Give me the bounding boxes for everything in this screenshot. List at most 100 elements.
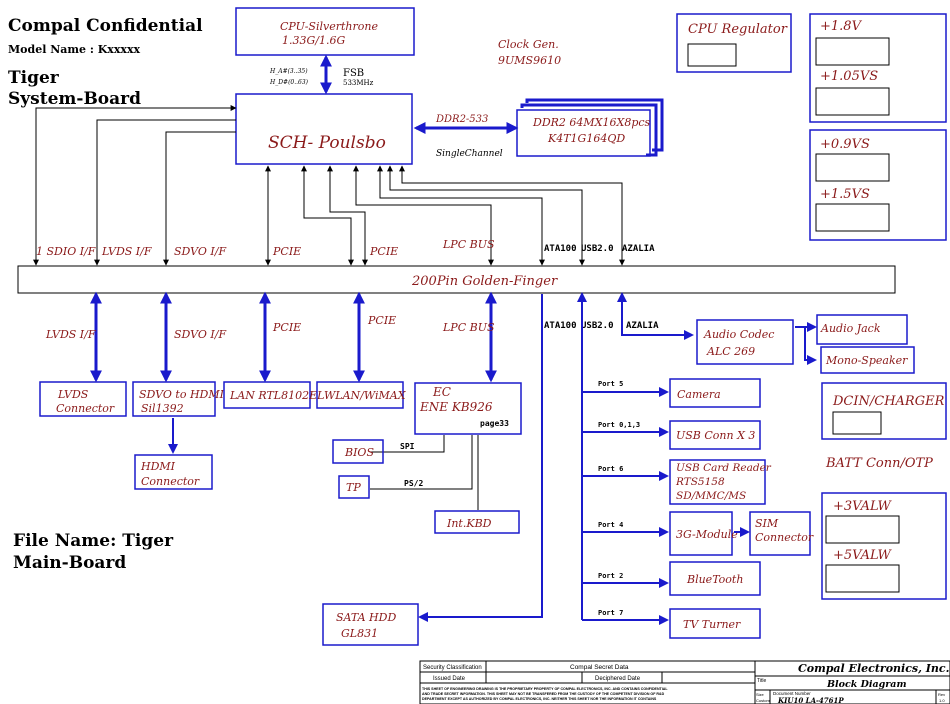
ddr-memory-part: K4T1G164QD <box>547 132 625 145</box>
rev-value: 1.0 <box>939 698 945 703</box>
cpu-regulator-label: CPU Regulator <box>688 22 788 37</box>
wlan-label: WLAN/WiMAX <box>324 389 407 402</box>
rail-1v8: +1.8V <box>820 19 863 34</box>
3g-module-label: 3G-Module <box>676 528 738 541</box>
wlan-block: WLAN/WiMAX <box>316 381 407 409</box>
azalia-label: AZALIA <box>626 321 659 331</box>
camera-label: Camera <box>677 388 721 401</box>
clock-gen-label: Clock Gen. 9UMS9610 <box>498 38 561 67</box>
pcie-label-top-2: PCIE <box>369 245 398 258</box>
file-board: Main-Board <box>13 553 126 573</box>
dcin-charger-label: DCIN/CHARGER <box>832 394 945 409</box>
sch-block: SCH- Poulsbo <box>235 93 413 165</box>
lvds-if-label-top: LVDS I/F <box>101 245 152 258</box>
fsb-data: H_D#(0..63) <box>269 79 309 86</box>
size-label: Size <box>756 692 765 697</box>
audio-codec-part: ALC 269 <box>706 345 755 358</box>
sim-connector-label: Connector <box>755 531 814 544</box>
rail-1v5: +1.5VS <box>820 187 870 202</box>
lvds-connector-block: LVDS Connector <box>39 381 127 417</box>
lpc-label: LPC BUS <box>442 321 495 334</box>
tv-tuner-label: TV Turner <box>683 618 741 631</box>
sdvo-hdmi-block: SDVO to HDMI Sil1392 <box>132 381 225 417</box>
size-value: Custom <box>756 698 770 703</box>
usb-conn-block: USB Conn X 3 <box>669 420 761 450</box>
sdvo-if-label: SDVO I/F <box>174 328 226 341</box>
port5-label: Port 5 <box>598 380 623 388</box>
single-channel-label: SingleChannel <box>436 149 503 159</box>
golden-finger-block: 200Pin Golden-Finger <box>17 265 896 294</box>
docnum-value: KIU10 LA-4761P <box>777 696 844 704</box>
cpu-label: CPU-Silverthrone <box>280 20 378 33</box>
audio-jack-block: Audio Jack <box>816 314 908 345</box>
model-name: Model Name : Kxxxxx <box>8 43 141 56</box>
card-reader-l1: USB Card Reader <box>676 462 772 474</box>
board-name: Tiger <box>8 68 60 88</box>
spi-label: SPI <box>400 442 415 451</box>
ddr-memory-block: DDR2 64MX16X8pcs K4T1G164QD <box>516 98 664 157</box>
power-rails-alw: +3VALW +5VALW <box>821 492 947 600</box>
sdvo-hdmi-l1: SDVO to HDMI <box>139 388 225 401</box>
sata-hdd-label: SATA HDD <box>336 611 396 624</box>
file-name: File Name: Tiger <box>13 531 174 551</box>
sdvo-if-label-top: SDVO I/F <box>174 245 226 258</box>
audio-codec-block: Audio Codec ALC 269 <box>696 319 794 365</box>
sata-hdd-block: SATA HDD GL831 <box>322 603 419 646</box>
sata-hdd-part: GL831 <box>341 627 378 640</box>
notice-line-2: AND TRADE SECRET INFORMATION. THIS SHEET… <box>422 692 665 696</box>
sdvo-hdmi-l2: Sil1392 <box>141 402 184 415</box>
port6-label: Port 6 <box>598 465 623 473</box>
ec-page: page33 <box>480 419 509 428</box>
ddr-memory-label: DDR2 64MX16X8pcs <box>532 116 651 129</box>
intkbd-block: Int.KBD <box>434 510 520 534</box>
power-rails-1: +1.8V +1.05VS <box>809 13 947 123</box>
3g-module-block: 3G-Module <box>669 511 738 556</box>
ps2-label: PS/2 <box>404 479 423 488</box>
sch-to-golden-wires <box>33 105 625 266</box>
lvds-connector-l1: LVDS <box>57 388 89 401</box>
rail-1v05: +1.05VS <box>820 69 878 84</box>
ata-label-top: ATA100 <box>544 244 577 254</box>
cpu-block: CPU-Silverthrone 1.33G/1.6G <box>235 7 415 56</box>
footer-company: Compal Electronics, Inc. <box>798 662 950 675</box>
notice-line-1: THIS SHEET OF ENGINEERING DRAWING IS THE… <box>422 687 668 691</box>
title-block: Security Classification Compal Secret Da… <box>419 660 950 704</box>
board-type: System-Board <box>8 89 141 109</box>
bios-label: BIOS <box>344 446 374 459</box>
diagram-title: Block Diagram <box>826 679 907 690</box>
batt-conn-label: BATT Conn/OTP <box>825 456 933 471</box>
title-label: Title <box>757 678 766 684</box>
pcie-label-top-1: PCIE <box>272 245 301 258</box>
lpc-label-top: LPC BUS <box>442 238 495 251</box>
intkbd-label: Int.KBD <box>446 517 492 530</box>
fsb-link: FSB 533MHz H_A#(3..35) H_D#(0..63) <box>269 54 374 95</box>
lvds-if-label: LVDS I/F <box>45 328 96 341</box>
azalia-label-top: AZALIA <box>622 244 655 254</box>
sch-label: SCH- Poulsbo <box>268 133 386 153</box>
pcie-label-1: PCIE <box>272 321 301 334</box>
rail-0v9: +0.9VS <box>820 137 870 152</box>
bluetooth-label: BlueTooth <box>686 573 743 586</box>
dcin-charger-block: DCIN/CHARGER <box>821 382 947 440</box>
card-reader-block: USB Card Reader RTS5158 SD/MMC/MS <box>669 459 772 505</box>
ata-label: ATA100 <box>544 321 577 331</box>
bios-block: BIOS <box>332 439 384 464</box>
usb-conn-label: USB Conn X 3 <box>676 429 755 442</box>
security-classification: Security Classification <box>423 665 482 671</box>
lvds-connector-l2: Connector <box>56 402 115 415</box>
rail-3valw: +3VALW <box>833 499 893 514</box>
card-reader-l2: RTS5158 <box>675 476 725 488</box>
cpu-freq: 1.33G/1.6G <box>282 34 345 47</box>
power-rails-2: +0.9VS +1.5VS <box>809 129 947 241</box>
clock-name: Clock Gen. <box>498 38 559 51</box>
hdmi-connector-block: HDMI Connector <box>134 454 213 490</box>
secret-data: Compal Secret Data <box>570 664 629 671</box>
audio-jack-label: Audio Jack <box>820 322 881 335</box>
usb-label-top: USB2.0 <box>581 244 614 254</box>
ddr-link: DDR2-533 SingleChannel <box>413 114 519 159</box>
tv-tuner-block: TV Turner <box>669 608 761 639</box>
tp-block: TP <box>338 475 370 499</box>
sdio-if-label: 1 SDIO I/F <box>36 245 96 258</box>
golden-finger-label: 200Pin Golden-Finger <box>411 274 558 289</box>
